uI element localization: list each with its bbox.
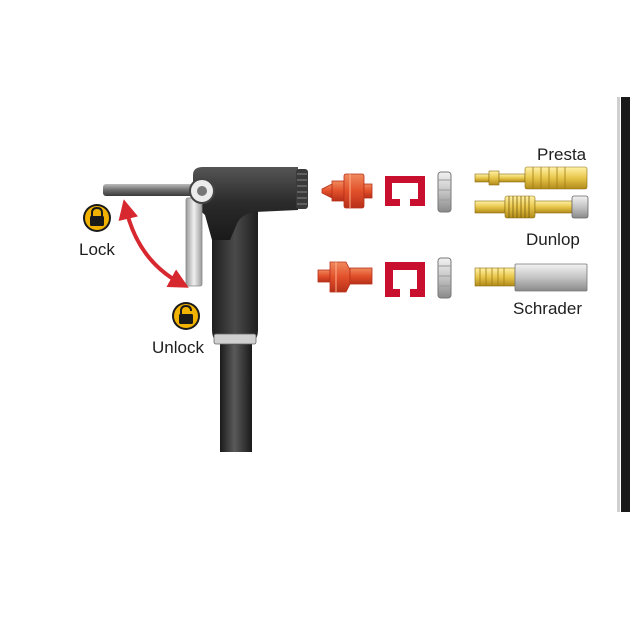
schrader-red-ring [385,262,425,297]
pump-head-body [212,208,258,345]
presta-washer [437,171,452,213]
schrader-washer [437,257,452,299]
pump-head-nozzle [296,169,308,209]
presta-valve [474,166,588,190]
schrader-adapter-insert [317,261,373,293]
pump-head-collar [213,333,257,345]
nozzle-threads [297,173,307,205]
presta-adapter-insert [321,173,373,209]
schrader-label: Schrader [513,299,582,318]
lock-open-icon [172,302,200,330]
lever-unlock-position [185,197,203,287]
lock-label: Lock [79,240,115,259]
dunlop-valve [474,195,589,219]
schrader-valve [474,263,588,292]
lock-closed-icon [83,204,111,232]
unlock-label: Unlock [152,338,204,357]
lever-lock-position [103,184,203,196]
lever-pivot-center [197,186,207,196]
presta-red-ring [385,176,425,206]
cropped-edge [621,97,630,512]
double-arrow-icon [118,199,189,288]
presta-label: Presta [537,145,587,164]
dunlop-label: Dunlop [526,230,580,249]
cropped-edge-highlight [617,97,620,512]
pump-head-top [193,167,298,240]
pump-hose [220,340,252,452]
